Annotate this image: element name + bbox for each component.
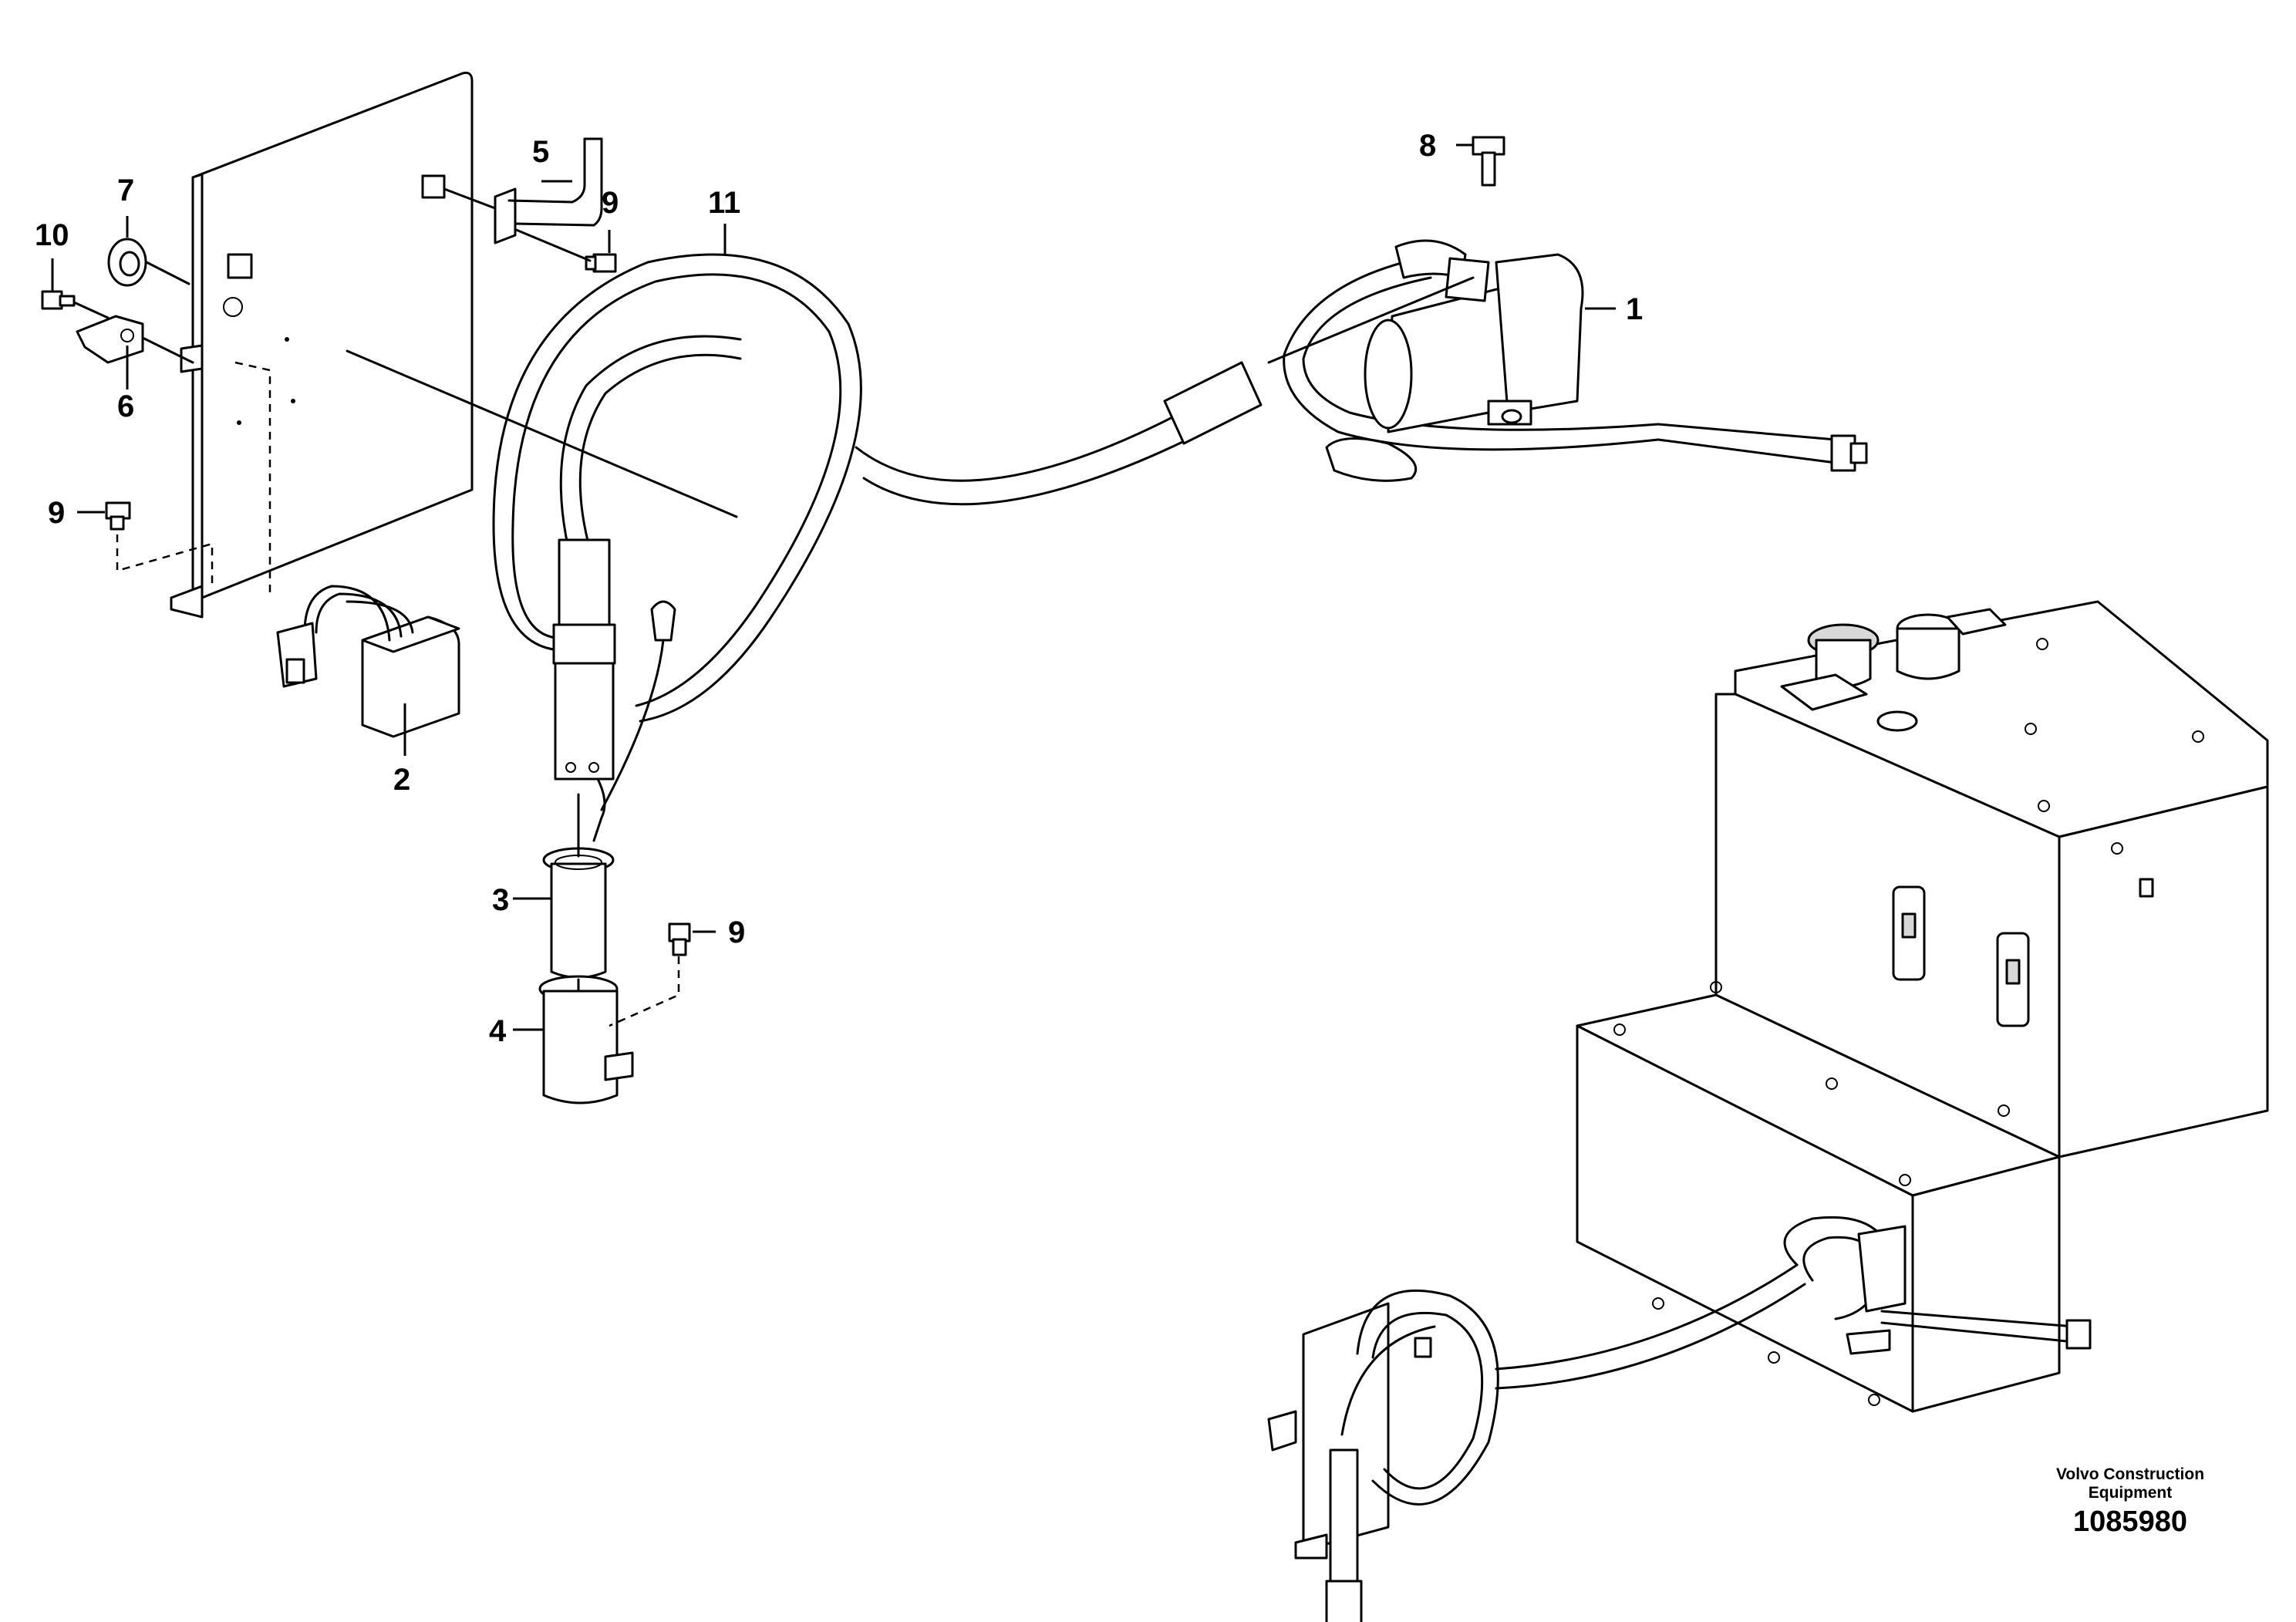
callout-3: 3 — [492, 883, 509, 917]
callout-9-cup: 9 — [728, 916, 745, 949]
bolt — [504, 224, 617, 273]
callout-11: 11 — [708, 186, 740, 220]
grommet — [107, 238, 190, 287]
drawing-number: 1085980 — [2073, 1506, 2187, 1538]
tube-bracket — [443, 137, 603, 244]
callout-6: 6 — [117, 389, 134, 423]
callout-9-bracket: 9 — [48, 496, 65, 530]
holder-sleeve — [542, 847, 615, 979]
callout-9-tube: 9 — [602, 186, 619, 220]
holder-cup — [538, 975, 634, 1104]
callout-4: 4 — [489, 1014, 507, 1048]
callout-7: 7 — [117, 174, 134, 207]
hose-coil — [492, 253, 1263, 723]
assembly-line — [234, 361, 271, 594]
bolt — [1472, 136, 1505, 187]
callout-1: 1 — [1626, 292, 1643, 326]
bolt — [105, 501, 131, 531]
installed-bracket — [1267, 1289, 1499, 1622]
assembly-line — [609, 956, 680, 1027]
callout-10: 10 — [35, 218, 69, 252]
fuel-tank — [1576, 600, 2269, 1413]
brand-name-line1: Volvo Construction — [2055, 1465, 2205, 1483]
nozzle-handle — [552, 538, 676, 842]
relay-box — [276, 585, 460, 738]
bolt — [668, 922, 691, 956]
callout-5: 5 — [532, 135, 549, 169]
callout-leaders — [51, 143, 1616, 1031]
callout-8: 8 — [1419, 129, 1436, 163]
installed-hose-assembly — [1495, 1216, 2092, 1390]
mounting-bracket — [170, 72, 738, 619]
callout-2: 2 — [393, 763, 410, 797]
assembly-line — [116, 534, 214, 586]
brand-name-line2: Equipment — [2088, 1484, 2173, 1502]
fuel-pump — [1267, 239, 1868, 482]
screw-and-clip — [41, 290, 194, 364]
